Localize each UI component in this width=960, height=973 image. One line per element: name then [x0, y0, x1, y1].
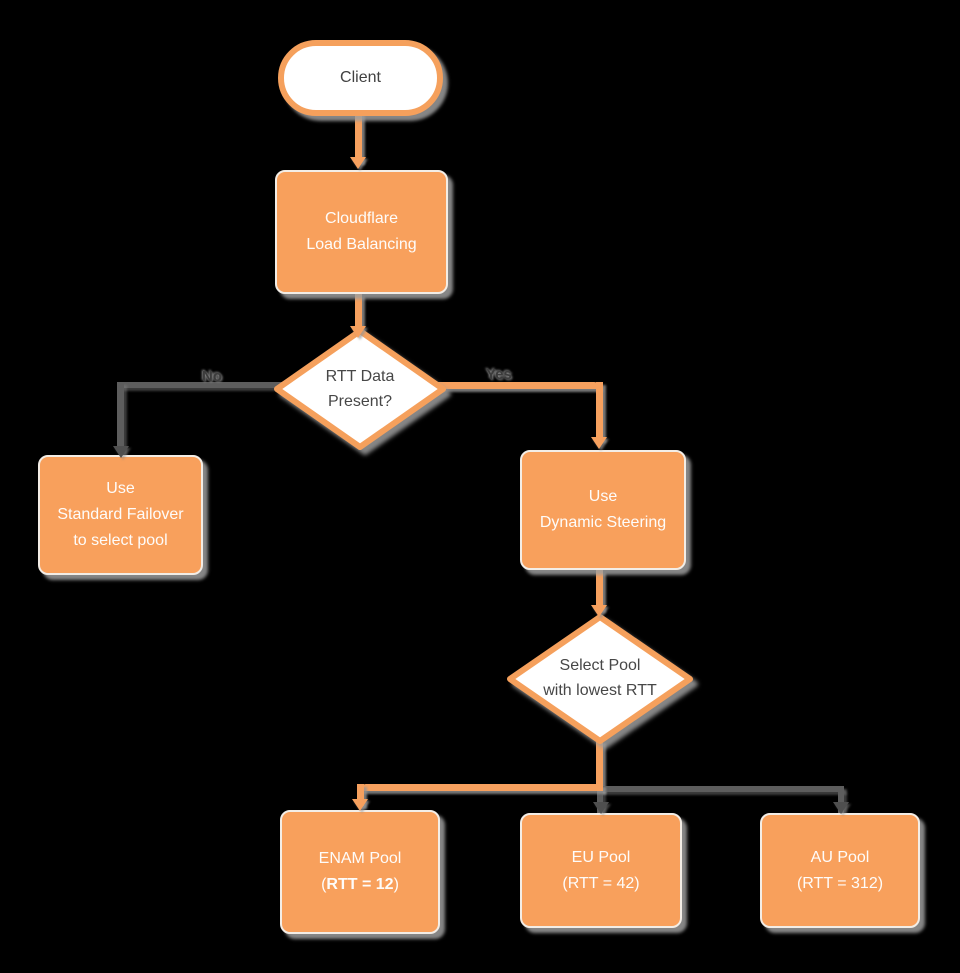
eu-pool-line2: (RTT = 42)	[562, 874, 640, 892]
au-pool-line2: (RTT = 312)	[796, 874, 884, 892]
arrowhead-into-selectpool-diamond	[591, 605, 607, 617]
connector-junction-au-vertical	[838, 786, 844, 813]
connector-dynamic-selectpool	[596, 570, 603, 610]
standard-failover-line1: Use	[106, 480, 135, 497]
node-select-pool-label: Select Pool with lowest RTT	[510, 653, 690, 703]
standard-failover-line2: Standard Failover	[57, 506, 184, 523]
connector-rtt-no-vertical	[117, 382, 124, 452]
connector-junction-enam-vertical	[357, 784, 364, 806]
connector-selectpool-junction	[596, 740, 603, 791]
connector-rtt-yes-horizontal	[434, 382, 600, 389]
node-client-label: Client	[340, 69, 381, 86]
node-standard-failover: Use Standard Failover to select pool	[38, 455, 203, 575]
arrowhead-into-dynamic-steering	[591, 437, 607, 449]
enam-pool-line1: ENAM Pool	[318, 850, 402, 867]
node-enam-pool: ENAM Pool (RTT = 12)	[280, 810, 440, 934]
node-rtt-decision-label: RTT Data Present?	[283, 364, 437, 414]
node-select-pool-diamond	[507, 614, 693, 744]
enam-pool-line2: (RTT = 12)	[321, 876, 399, 893]
standard-failover-line3: to select pool	[73, 532, 168, 549]
dynamic-steering-line2: Dynamic Steering	[539, 514, 667, 531]
node-rtt-decision-diamond	[274, 328, 446, 450]
select-pool-line1: Select Pool	[559, 657, 641, 674]
connector-cloudflare-rtt	[355, 294, 362, 328]
connector-client-cloudflare	[355, 112, 362, 162]
node-cloudflare-line2: Load Balancing	[306, 236, 417, 253]
arrowhead-into-cloudflare	[350, 157, 366, 169]
arrowhead-into-au-pool	[833, 802, 849, 814]
edge-label-yes: Yes	[486, 366, 512, 383]
rtt-decision-line1: RTT Data	[325, 368, 395, 385]
connector-rtt-no-horizontal	[120, 382, 286, 388]
connector-rtt-yes-vertical	[596, 382, 603, 440]
connector-junction-enam-horizontal	[360, 784, 603, 791]
node-cloudflare-load-balancing: Cloudflare Load Balancing	[275, 170, 448, 294]
connector-junction-au-horizontal	[600, 786, 844, 792]
select-pool-line2: with lowest RTT	[543, 682, 657, 699]
node-cloudflare-line1: Cloudflare	[325, 210, 398, 227]
node-client: Client	[278, 40, 443, 116]
dynamic-steering-line1: Use	[588, 488, 618, 505]
enam-pool-rtt-value: RTT = 12	[326, 876, 394, 893]
arrowhead-into-failover	[113, 446, 129, 458]
arrowhead-into-enam-pool	[352, 799, 368, 811]
eu-pool-line1: EU Pool	[571, 848, 631, 866]
node-au-pool: AU Pool (RTT = 312)	[760, 813, 920, 928]
rtt-decision-line2: Present?	[327, 393, 393, 410]
edge-label-no: No	[202, 368, 222, 385]
node-eu-pool: EU Pool (RTT = 42)	[520, 813, 682, 928]
arrowhead-into-rtt-diamond	[350, 326, 366, 338]
connector-junction-eu	[597, 786, 603, 813]
node-dynamic-steering: Use Dynamic Steering	[520, 450, 686, 570]
au-pool-line1: AU Pool	[810, 848, 870, 866]
arrowhead-into-eu-pool	[593, 802, 609, 814]
